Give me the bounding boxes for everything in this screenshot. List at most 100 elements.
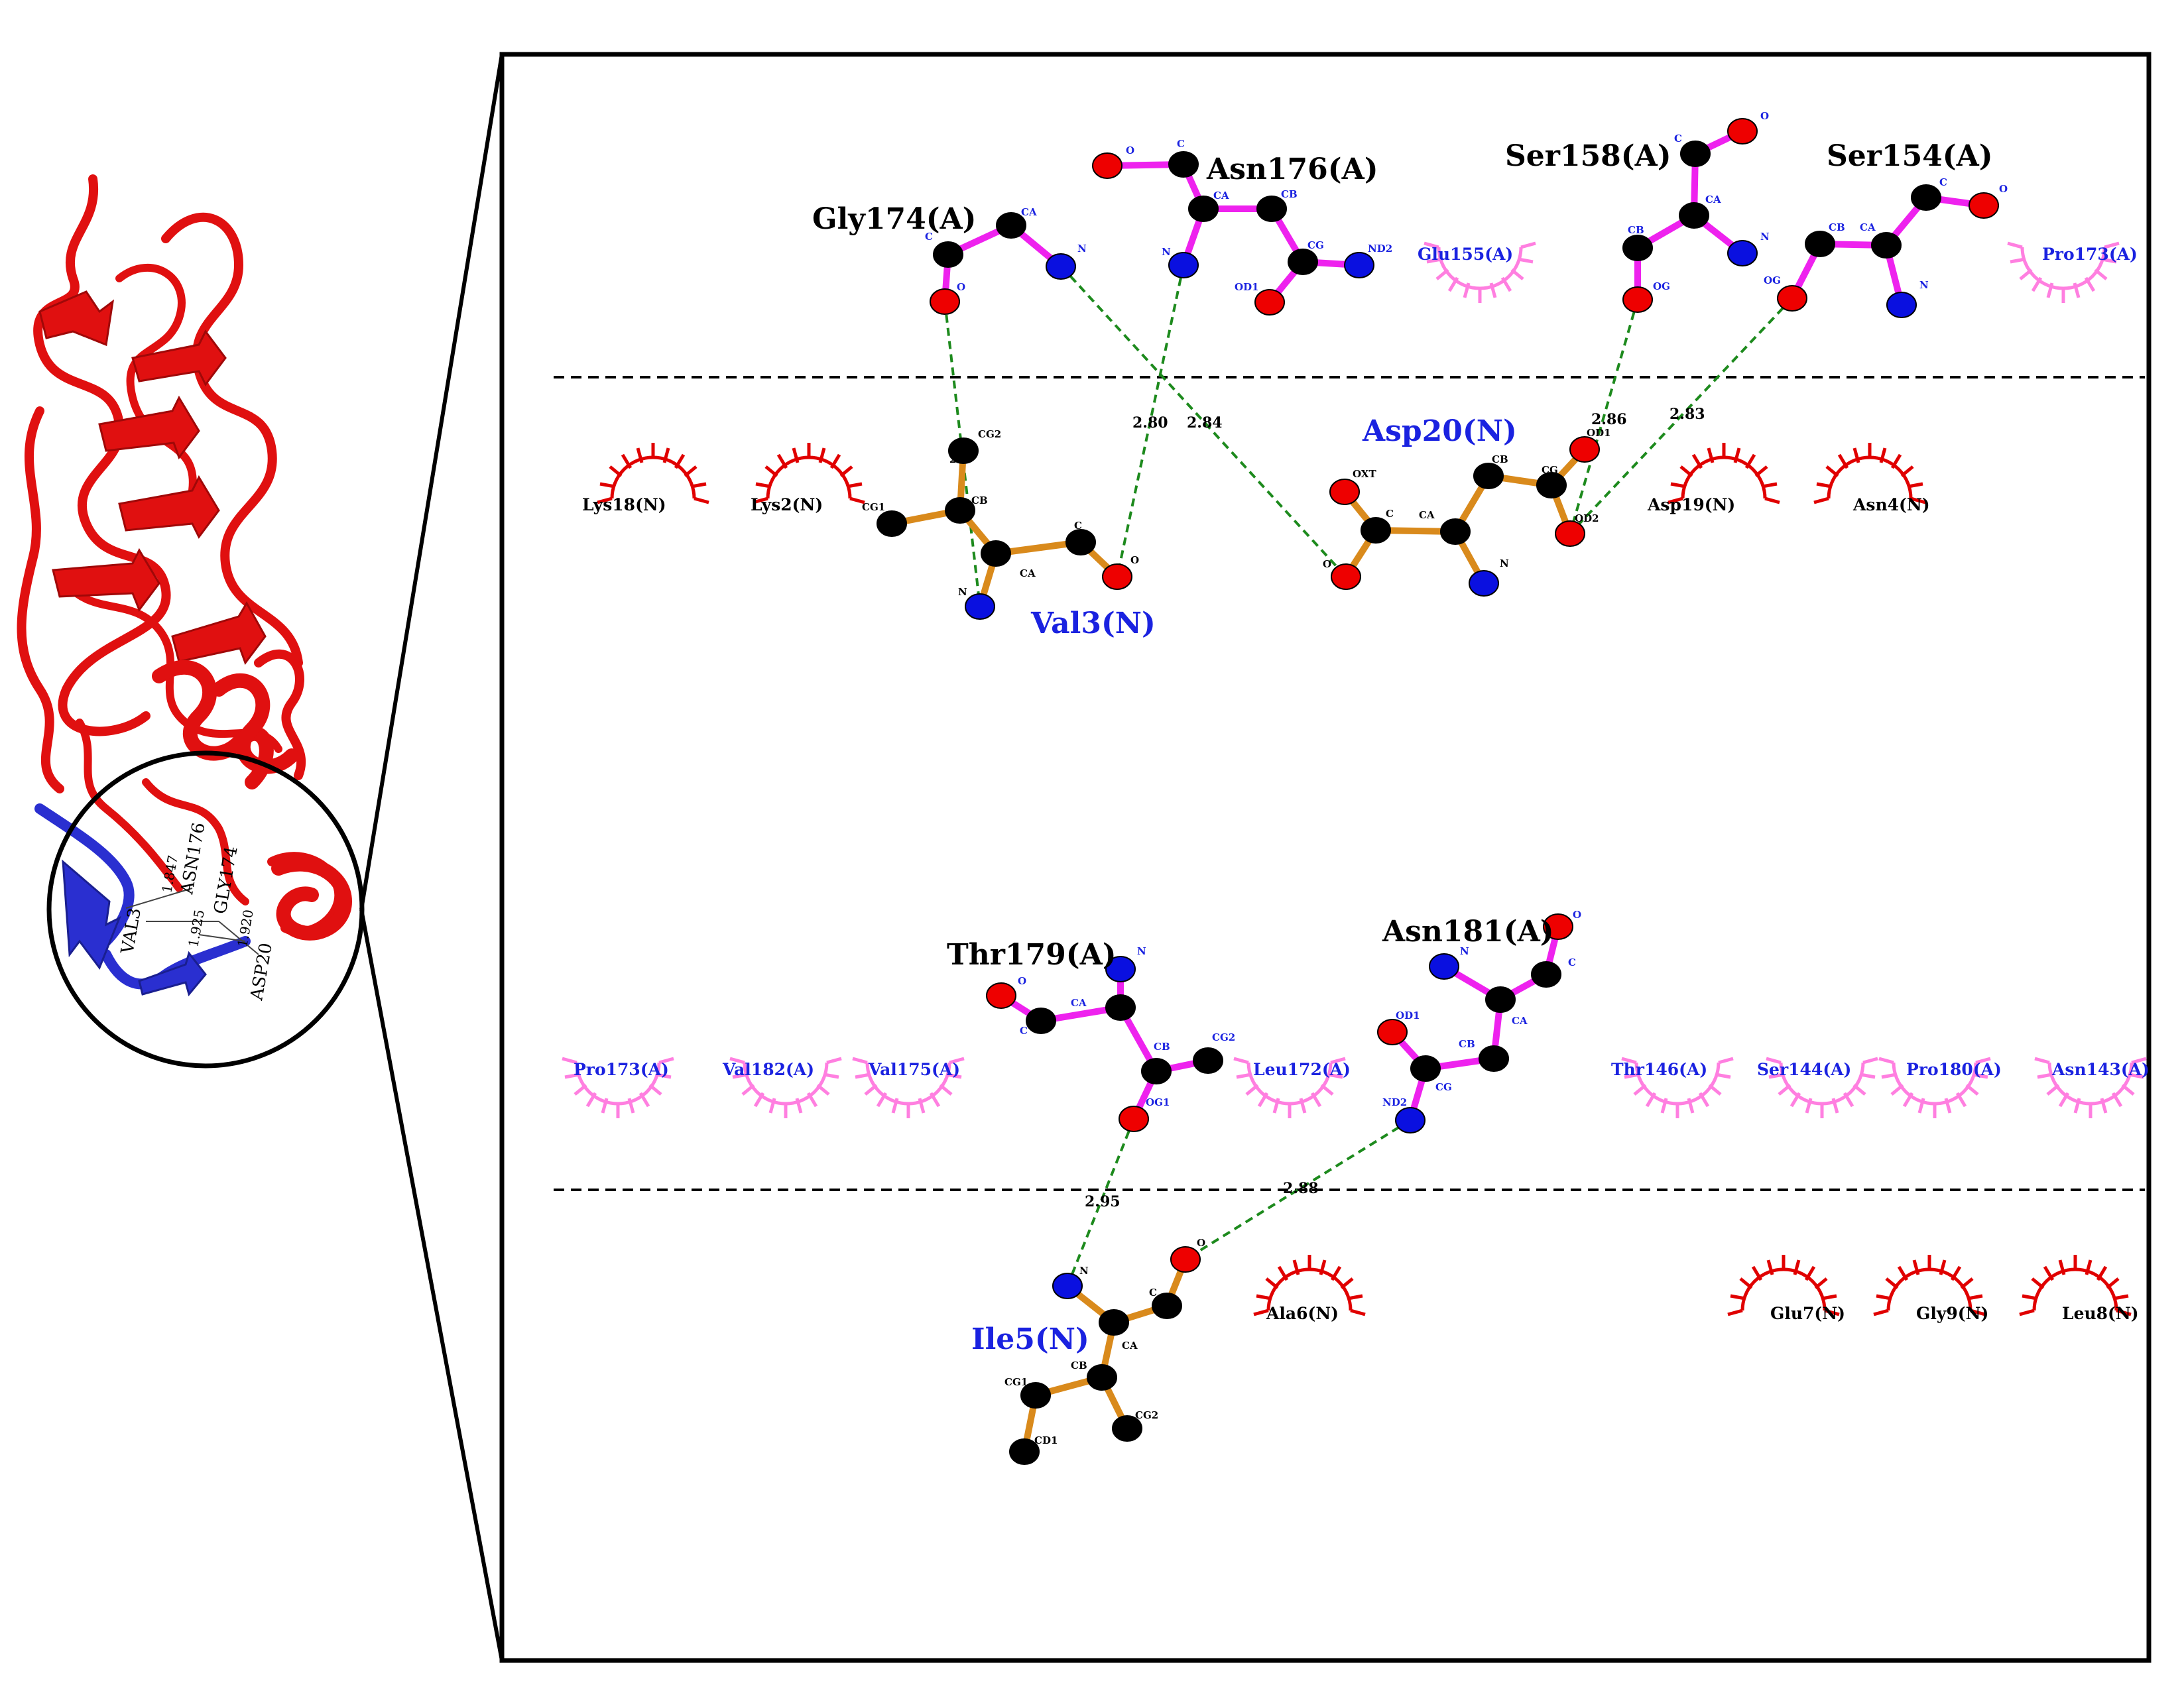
hydrophobic-label: Asn143(A) <box>2051 1060 2150 1079</box>
atom-label: CD1 <box>1034 1434 1058 1446</box>
residue-label: Gly174(A) <box>812 202 976 236</box>
struct-distance: 1.920 <box>234 908 257 949</box>
hydrophobic-label: Lys18(N) <box>582 495 666 514</box>
atom-label: O <box>1130 554 1139 566</box>
residue-label: Val3(N) <box>1030 607 1156 640</box>
atom-label: OD1 <box>1396 1010 1420 1021</box>
atom-label: OG <box>1764 274 1781 286</box>
struct-distance: 1.925 <box>185 908 208 949</box>
atom-label: O <box>1573 909 1581 921</box>
atom-label: CA <box>1021 206 1037 218</box>
hbond-distance: 2.80 <box>1132 414 1168 432</box>
hydrophobic-label: Lys2(N) <box>751 495 823 514</box>
atom-label: CG2 <box>1135 1409 1158 1421</box>
atom-label: CG2 <box>978 428 1001 440</box>
hydrophobic-label: Glu7(N) <box>1770 1304 1845 1323</box>
hydrophobic-label: Val182(A) <box>722 1060 814 1079</box>
hydrophobic-label: Pro180(A) <box>1906 1060 2002 1079</box>
hbond-distance: 2.83 <box>1669 406 1705 423</box>
atom-label: O <box>1760 110 1769 122</box>
hbond-distance: 2.88 <box>1283 1180 1319 1197</box>
atom-label: N <box>1079 1265 1089 1277</box>
residue-label: Asp20(N) <box>1362 414 1517 448</box>
atom-label: O <box>1018 975 1026 987</box>
hydrophobic-arcs <box>562 243 2146 1314</box>
hbond-distance: 2.84 <box>1187 414 1223 432</box>
atom-label: CG1 <box>862 501 885 513</box>
atom-label: CA <box>1860 221 1876 233</box>
atom-label: O <box>1999 183 2008 195</box>
hydrophobic-label: Asp19(N) <box>1647 495 1735 514</box>
atom-label: CB <box>1829 221 1845 233</box>
atom-label: N <box>1137 945 1146 957</box>
residue-label: Ser154(A) <box>1827 139 1993 173</box>
hydrophobic-label: Glu155(A) <box>1418 245 1513 264</box>
atom-label: N <box>1500 557 1509 569</box>
atom-label: N <box>1077 243 1087 255</box>
atom-label: C <box>1074 520 1082 532</box>
residue-label: Ser158(A) <box>1505 139 1671 173</box>
atom-label: CG <box>1307 239 1324 251</box>
atom-label: CA <box>1419 509 1435 521</box>
atoms <box>877 118 1999 1465</box>
atom-label: O <box>1126 145 1134 156</box>
zoom-lines <box>359 54 504 1661</box>
hydrophobic-label: Leu172(A) <box>1253 1060 1351 1079</box>
hydrophobic-label: Leu8(N) <box>2062 1304 2139 1323</box>
atom-label: OG1 <box>1146 1096 1170 1108</box>
atom-label: ND2 <box>1382 1096 1407 1108</box>
atom-label: CA <box>1071 997 1087 1009</box>
atom-label: OD1 <box>1235 281 1259 293</box>
atom-label: OD2 <box>1575 512 1599 524</box>
atom-label: CG2 <box>1212 1031 1235 1043</box>
atom-label: N <box>1162 246 1171 258</box>
atom-label: OXT <box>1353 468 1376 480</box>
atom-label: N <box>1460 945 1469 957</box>
residue-label: Ile5(N) <box>971 1322 1089 1356</box>
hydrophobic-label: Pro173(A) <box>2042 245 2138 264</box>
atom-label: OD1 <box>1587 427 1611 439</box>
atom-label: CB <box>1154 1041 1170 1053</box>
atom-label: CB <box>1071 1360 1087 1371</box>
atom-label: CB <box>1459 1038 1475 1050</box>
atom-label: CA <box>1512 1015 1528 1027</box>
residue-label: Asn181(A) <box>1382 915 1554 949</box>
hydrophobic-label: Ser144(A) <box>1757 1060 1851 1079</box>
residue-label: Asn176(A) <box>1206 152 1378 186</box>
hbond-distance: 2.95 <box>1085 1193 1121 1210</box>
atom-label: ND2 <box>1368 243 1392 255</box>
atom-label: CA <box>1213 190 1229 202</box>
hydrophobic-label: Val175(A) <box>868 1060 960 1079</box>
struct-label-asp20: ASP20 <box>247 941 276 1002</box>
ligplot-panel <box>499 52 2152 1663</box>
atom-label: O <box>957 281 965 293</box>
atom-label: CB <box>971 494 988 506</box>
atom-label: CG <box>1542 464 1558 476</box>
hydrophobic-label: Gly9(N) <box>1916 1304 1988 1323</box>
atom-label: CG <box>1435 1081 1452 1093</box>
hydrophobic-label: Thr146(A) <box>1611 1060 1707 1079</box>
atom-label: CB <box>1281 188 1298 200</box>
hydrophobic-label: Asn4(N) <box>1852 495 1930 514</box>
hydrophobic-label: Pro173(A) <box>574 1060 669 1079</box>
atom-label: C <box>1177 138 1185 150</box>
atom-label: C <box>1386 508 1394 520</box>
atom-label: CA <box>1020 567 1036 579</box>
struct-label-asn176: ASN176 <box>177 821 210 897</box>
hbond-distance: 2.86 <box>1591 411 1627 428</box>
atom-label: CB <box>1492 453 1508 465</box>
atom-label: C <box>1939 176 1947 188</box>
atom-label: C <box>1674 133 1682 145</box>
atom-label: C <box>1568 957 1576 968</box>
atom-label: CA <box>1122 1340 1138 1352</box>
atom-label: N <box>1919 279 1929 291</box>
atom-label: OG <box>1653 280 1670 292</box>
atom-label: CG1 <box>1004 1376 1028 1388</box>
atom-label: O <box>1323 558 1331 570</box>
atom-label: CB <box>1628 224 1644 236</box>
hydrophobic-label: Ala6(N) <box>1266 1304 1339 1323</box>
atom-label: C <box>1149 1287 1157 1299</box>
atom-label: C <box>925 231 933 243</box>
atom-label: CA <box>1705 194 1721 205</box>
